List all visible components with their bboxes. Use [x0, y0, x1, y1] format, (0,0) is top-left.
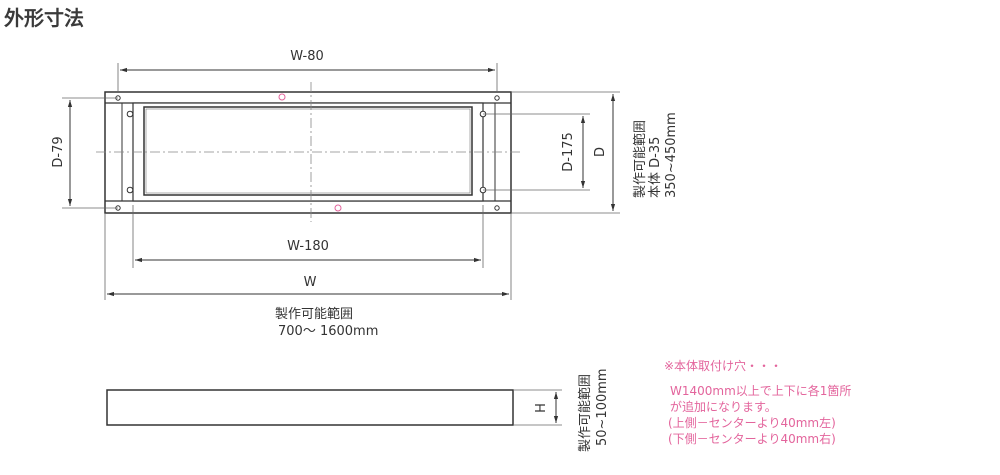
additional-hole-top: [278, 93, 286, 101]
depth-range-label: 製作可能範囲: [633, 120, 648, 198]
note-line: が追加になります。: [670, 399, 777, 414]
mounting-holes: [115, 95, 500, 211]
top-view: [96, 82, 522, 222]
dim-d175-label: D-175: [561, 132, 576, 172]
dim-d79-label: D-79: [51, 136, 66, 167]
note-line: (下側－センターより40mm右): [668, 431, 836, 446]
width-range-label: 製作可能範囲: [275, 307, 353, 322]
width-range-value: 700～ 1600mm: [278, 324, 378, 339]
note-line: (上側－センターより40mm左): [668, 415, 836, 430]
mounting-hole-note: ※本体取付け穴・・・ W1400mm以上で上下に各1箇所 が追加になります。 (…: [664, 358, 851, 446]
note-title: ※本体取付け穴・・・: [664, 358, 782, 373]
dim-w-label: W: [304, 275, 317, 290]
dim-w180-label: W-180: [287, 239, 329, 254]
dim-h-label: H: [534, 403, 549, 413]
depth-range-value: 350~450mm: [664, 112, 679, 198]
depth-range-body: 本体 D-35: [648, 137, 663, 198]
height-range-label: 製作可能範囲: [578, 374, 593, 452]
side-view-body: [106, 389, 514, 426]
height-range-value: 50~100mm: [595, 368, 610, 446]
additional-hole-bottom: [334, 204, 342, 212]
page-title: 外形寸法: [4, 6, 84, 30]
dim-w80-label: W-80: [290, 49, 324, 64]
panel: [143, 106, 473, 196]
dim-d-label: D: [593, 147, 608, 157]
note-line: W1400mm以上で上下に各1箇所: [670, 383, 851, 398]
